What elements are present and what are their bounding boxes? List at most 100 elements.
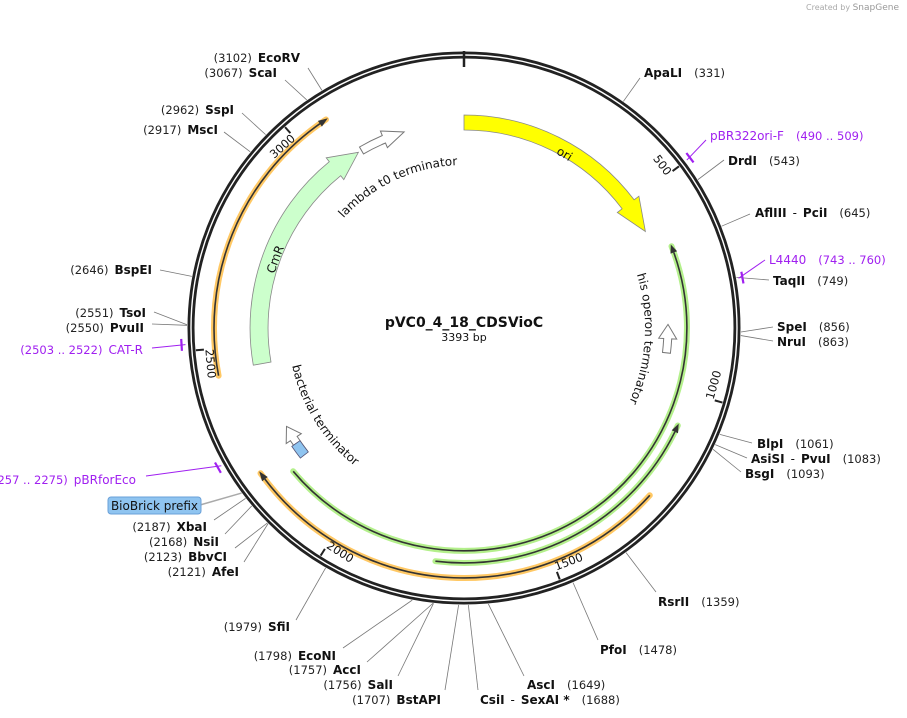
plasmid-length: 3393 bp bbox=[441, 331, 486, 344]
site-ecorv[interactable]: (3102) EcoRV bbox=[214, 51, 301, 65]
site-name: NsiI bbox=[193, 535, 219, 549]
primer-name: pBRforEco bbox=[74, 473, 136, 487]
site-leader-line bbox=[712, 448, 742, 473]
primer-pbr322ori-f[interactable]: pBR322ori-F (490 .. 509) bbox=[710, 129, 863, 143]
primer-pbrforeco[interactable]: (2257 .. 2275) pBRforEco bbox=[0, 473, 136, 487]
cmr-feature[interactable] bbox=[249, 151, 360, 366]
site-position: (645) bbox=[839, 206, 870, 220]
site-spei[interactable]: SpeI (856) bbox=[777, 320, 850, 334]
orange-feature-bottom[interactable] bbox=[264, 478, 651, 579]
site-bbvci[interactable]: (2123) BbvCI bbox=[144, 550, 227, 564]
primer-mark[interactable] bbox=[740, 271, 745, 284]
site-name: BbvCI bbox=[188, 550, 227, 564]
green-feature-outer[interactable] bbox=[292, 252, 688, 552]
site-asci[interactable]: AscI (1649) bbox=[527, 678, 605, 692]
primer-mark[interactable] bbox=[180, 338, 184, 351]
site-apali[interactable]: ApaLI (331) bbox=[644, 66, 725, 80]
site-bspei[interactable]: (2646) BspEI bbox=[70, 263, 152, 277]
site-leader-line bbox=[623, 77, 641, 102]
primer-l4440[interactable]: L4440 (743 .. 760) bbox=[769, 253, 886, 267]
snapgene-watermark: Created by SnapGene bbox=[806, 3, 899, 13]
site-xbai[interactable]: (2187) XbaI bbox=[132, 520, 207, 534]
site-taqii[interactable]: TaqII (749) bbox=[773, 274, 848, 288]
site-afei[interactable]: (2121) AfeI bbox=[168, 565, 239, 579]
site-name: TaqII bbox=[773, 274, 805, 288]
site-name: SalI bbox=[368, 678, 393, 692]
site-drdi[interactable]: DrdI (543) bbox=[728, 154, 800, 168]
site-bsgi[interactable]: BsgI (1093) bbox=[745, 467, 825, 481]
site-tsoi[interactable]: (2551) TsoI bbox=[75, 306, 146, 320]
site-blpi[interactable]: BlpI (1061) bbox=[757, 437, 834, 451]
primer-name: L4440 bbox=[769, 253, 806, 267]
site-name: CsiI bbox=[480, 693, 505, 707]
site-name: ApaLI bbox=[644, 66, 682, 80]
site-position: (2551) bbox=[75, 306, 113, 320]
primer-range: (2257 .. 2275) bbox=[0, 473, 68, 487]
site-leader-line bbox=[740, 335, 774, 342]
site-nsii[interactable]: (2168) NsiI bbox=[149, 535, 219, 549]
site-sali[interactable]: (1756) SalI bbox=[323, 678, 393, 692]
site-asisi[interactable]: AsiSI - PvuI (1083) bbox=[751, 452, 881, 466]
site-scai[interactable]: (3067) ScaI bbox=[204, 66, 277, 80]
site-name: AfeI bbox=[212, 565, 239, 579]
site-name: SpeI bbox=[777, 320, 807, 334]
site-alt-name: PvuI bbox=[801, 452, 831, 466]
his-operon-terminator-arrow-icon[interactable] bbox=[657, 323, 678, 354]
site-position: (1083) bbox=[843, 452, 881, 466]
site-leader-line bbox=[234, 522, 268, 549]
tick-mark bbox=[714, 399, 723, 404]
site-position: (2123) bbox=[144, 550, 182, 564]
site-name: NruI bbox=[777, 335, 806, 349]
site-position: (2917) bbox=[143, 123, 181, 137]
primer-cat-r[interactable]: (2503 .. 2522) CAT-R bbox=[20, 343, 143, 357]
site-csii[interactable]: CsiI - SexAI * (1688) bbox=[480, 693, 620, 707]
site-leader-line bbox=[487, 603, 525, 677]
site-leader-line bbox=[241, 112, 266, 135]
watermark-brand: SnapGene bbox=[852, 3, 899, 13]
site-position: (1061) bbox=[795, 437, 833, 451]
biobrick-prefix-box[interactable] bbox=[107, 496, 202, 515]
site-position: (1757) bbox=[289, 663, 327, 677]
site-sspi[interactable]: (2962) SspI bbox=[161, 103, 234, 117]
site-name: BstAPI bbox=[396, 693, 441, 707]
biobrick-leader-line bbox=[199, 492, 242, 506]
lambda-t0-terminator-arrow-icon[interactable] bbox=[358, 130, 406, 155]
site-sfii[interactable]: (1979) SfiI bbox=[224, 620, 290, 634]
site-position: (1798) bbox=[254, 649, 292, 663]
site-position: (1688) bbox=[582, 693, 620, 707]
orange-feature-left[interactable] bbox=[213, 123, 321, 376]
primer-mark[interactable] bbox=[214, 461, 222, 474]
site-pfoi[interactable]: PfoI (1478) bbox=[600, 643, 677, 657]
ori-feature[interactable] bbox=[463, 114, 646, 233]
site-position: (2187) bbox=[132, 520, 170, 534]
site-name: PvuII bbox=[110, 321, 144, 335]
primer-mark[interactable] bbox=[685, 152, 695, 164]
green-feature-outer-arrowhead-icon bbox=[670, 244, 678, 254]
site-rsrii[interactable]: RsrII (1359) bbox=[658, 595, 739, 609]
site-pvuii[interactable]: (2550) PvuII bbox=[66, 321, 144, 335]
his-operon-terminator-label: his operon terminator bbox=[626, 271, 656, 406]
site-msci[interactable]: (2917) MscI bbox=[143, 123, 218, 137]
site-acci[interactable]: (1757) AccI bbox=[289, 663, 361, 677]
site-position: (2962) bbox=[161, 103, 199, 117]
site-name: MscI bbox=[187, 123, 218, 137]
plasmid-name: pVC0_4_18_CDSVioC bbox=[385, 315, 543, 331]
site-afliii[interactable]: AflIII - PciI (645) bbox=[755, 206, 870, 220]
green-feature-inner[interactable] bbox=[435, 431, 676, 564]
site-leader-line bbox=[467, 604, 479, 691]
site-bstapi[interactable]: (1707) BstAPI bbox=[352, 693, 441, 707]
site-position: (863) bbox=[818, 335, 849, 349]
site-econi[interactable]: (1798) EcoNI bbox=[254, 649, 336, 663]
site-name: AsiSI bbox=[751, 452, 785, 466]
site-nrui[interactable]: NruI (863) bbox=[777, 335, 849, 349]
biobrick-prefix-feature[interactable] bbox=[291, 440, 309, 459]
site-position: (2168) bbox=[149, 535, 187, 549]
site-name: BlpI bbox=[757, 437, 783, 451]
site-name: DrdI bbox=[728, 154, 757, 168]
site-name: BspEI bbox=[114, 263, 152, 277]
site-leader-line bbox=[342, 599, 413, 649]
site-leader-line bbox=[153, 311, 188, 326]
site-name: BsgI bbox=[745, 467, 774, 481]
site-name: PfoI bbox=[600, 643, 627, 657]
